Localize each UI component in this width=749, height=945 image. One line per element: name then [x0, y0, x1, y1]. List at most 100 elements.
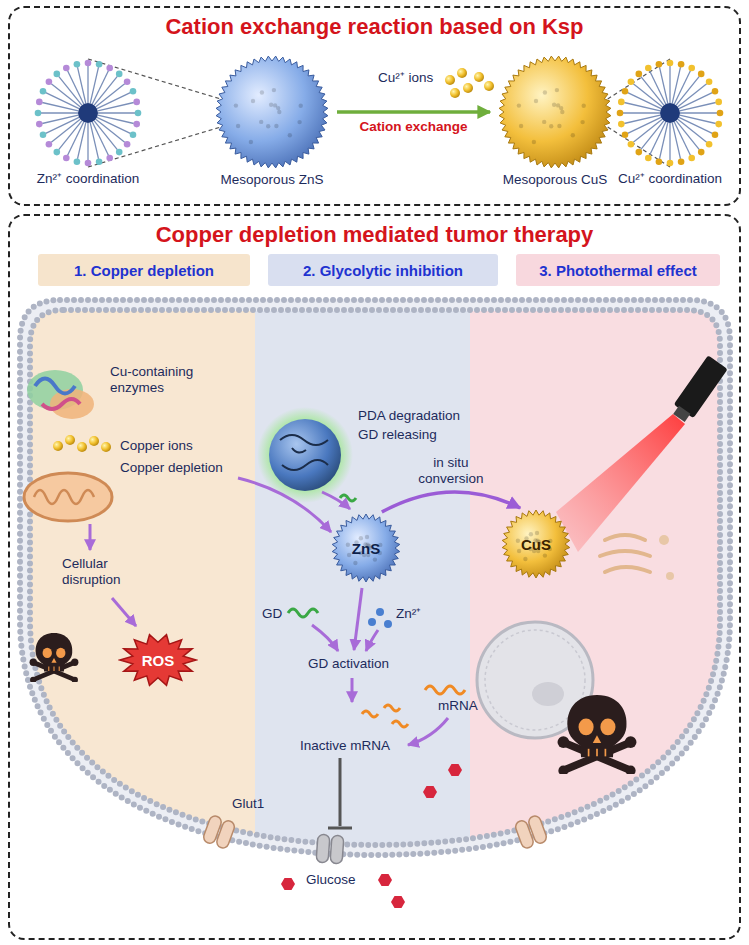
zinc-ions — [368, 618, 376, 626]
glut1-channels — [316, 834, 344, 864]
node-text: Cu²⁺ coordination — [603, 171, 737, 187]
ligand-chain — [674, 122, 690, 155]
layout-arrows — [408, 718, 448, 745]
node-text: 2. Glycolytic inhibition — [303, 262, 463, 279]
ligand-chain — [87, 123, 88, 160]
ligand-chain — [96, 84, 125, 107]
ligand-head — [35, 110, 42, 117]
layout-arrows — [112, 598, 136, 626]
ligand-chain — [680, 112, 717, 113]
glucose — [281, 764, 462, 908]
cell-membrane — [25, 305, 725, 850]
mesoporous-sphere — [332, 514, 400, 582]
copper-ions-top — [450, 88, 460, 98]
pda-sphere — [269, 419, 341, 491]
ligand-chain — [660, 123, 668, 159]
ligand-head — [116, 71, 123, 78]
ligand-chain — [624, 115, 660, 123]
ligand-head — [85, 60, 92, 67]
ligand-chain — [623, 112, 660, 113]
cell-regions — [0, 300, 749, 860]
ligand-chain — [98, 115, 134, 123]
ligand-head — [133, 121, 140, 128]
edge-label: in situ conversion — [411, 455, 491, 487]
pore — [274, 124, 278, 128]
ligand-head — [706, 79, 713, 86]
pore — [347, 553, 351, 557]
ligand-chain — [42, 115, 78, 123]
dashed-panel: Cation exchange reaction based on KspZn²… — [8, 6, 741, 206]
inhibition-line — [339, 758, 342, 826]
ligand-chain — [41, 112, 78, 113]
ligand-head — [656, 61, 663, 68]
ligand-head — [715, 121, 722, 128]
cell-regions — [470, 300, 749, 860]
ligand-head — [46, 141, 53, 148]
pore — [560, 110, 564, 114]
ligand-chain — [672, 123, 680, 159]
pore — [557, 124, 561, 128]
ligand-head — [116, 149, 123, 156]
ligand-head — [618, 121, 625, 128]
gd-strands — [340, 495, 356, 501]
panel-title: Copper depletion mediated tumor therapy — [10, 222, 739, 248]
node-text: Mesoporous ZnS — [207, 172, 337, 188]
laser-device — [673, 406, 690, 422]
ligand-head — [715, 99, 722, 106]
pore — [365, 535, 369, 539]
ligand-chain — [78, 123, 86, 159]
glut1-channels — [316, 834, 330, 863]
pore — [251, 99, 255, 103]
layout-arrows — [89, 524, 92, 550]
glut1-channels — [202, 814, 236, 849]
pore — [346, 543, 350, 547]
sphere-drawing — [21, 55, 155, 171]
ligand-chain — [628, 117, 661, 133]
ligand-chain — [676, 121, 699, 150]
ligand-head — [63, 155, 70, 162]
copper-ions-top — [457, 68, 467, 78]
annotation-label: Cu-containing enzymes — [110, 364, 210, 396]
ligand-head — [688, 155, 695, 162]
annotation-label: Glut1 — [232, 796, 264, 812]
enzyme — [27, 370, 94, 419]
pore — [571, 133, 575, 137]
ligand-head — [133, 99, 140, 106]
ligand-head — [698, 71, 705, 78]
pore — [523, 557, 527, 561]
ligand-head — [106, 65, 113, 72]
inhibition-line — [328, 758, 352, 828]
layout-arrows — [312, 625, 338, 651]
mesoporous-sphere — [499, 56, 611, 168]
nucleus — [532, 682, 564, 706]
ligand-chain — [90, 67, 98, 103]
annotation-label: GD — [262, 606, 282, 622]
ligand-head — [36, 99, 43, 106]
layout-arrows — [90, 478, 448, 745]
ligand-chain — [98, 112, 135, 113]
nanoparticle: ZnS — [330, 512, 402, 584]
copper-ions-top — [474, 72, 484, 82]
organelles — [666, 572, 674, 580]
pore — [552, 103, 556, 107]
ligand-head — [628, 79, 635, 86]
cell-regions — [255, 300, 470, 860]
node-text: Zn²⁺ coordination — [21, 171, 155, 187]
layout-arrows — [238, 478, 331, 532]
copper-ions-top — [445, 75, 455, 85]
ligand-head — [124, 141, 131, 148]
laser-beam — [556, 414, 685, 552]
layout-arrows — [354, 588, 362, 650]
pore — [543, 90, 547, 94]
copper-ions — [53, 435, 111, 452]
pore — [519, 124, 523, 128]
skull-icon — [558, 695, 637, 776]
zinc-ions — [368, 608, 392, 628]
pore — [535, 531, 539, 535]
organelles — [659, 535, 669, 545]
pore — [288, 133, 292, 137]
ros-burst — [120, 635, 196, 686]
ligand-chain — [90, 123, 98, 159]
